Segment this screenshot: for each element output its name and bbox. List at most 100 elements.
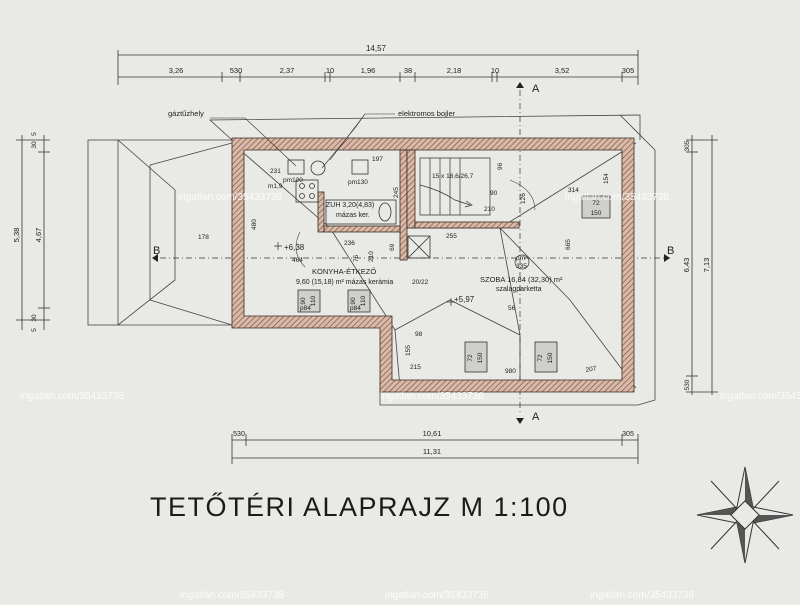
level-mark: +5,97: [454, 295, 475, 304]
top-dim: 2,18: [447, 66, 462, 75]
kitchen-name: KONYHA-ÉTKEZŐ: [312, 267, 376, 276]
dim-label: 665: [565, 239, 572, 250]
left-small-dim: 5: [31, 328, 38, 332]
right-small-dim: 530: [684, 379, 691, 390]
dim-label: 480: [251, 219, 258, 230]
dim-label: 155: [405, 345, 412, 356]
top-dim: 3,26: [169, 66, 184, 75]
bottom-dim: 530: [233, 431, 245, 438]
left-inner-dim: 4,67: [34, 228, 43, 243]
dim-label: 335: [516, 263, 527, 270]
window-size: 72: [592, 200, 600, 207]
right-dimension: [686, 135, 718, 395]
room-floor: szalagparketta: [496, 286, 542, 293]
north-arrow-icon: [696, 466, 794, 564]
callout-boiler: elektromos bojler: [398, 109, 456, 118]
roof-windows: [297, 195, 611, 373]
bottom-dim: 305: [622, 431, 634, 438]
dim-label: 464: [292, 257, 303, 264]
dim-label: pm130: [348, 179, 368, 186]
top-total-dim: 14,57: [366, 44, 387, 53]
dim-label: 210: [484, 206, 495, 213]
watermark: ingatlan.com/35433738: [380, 391, 484, 402]
dim-label: 98: [415, 331, 423, 338]
window-size: 72: [537, 354, 544, 362]
kitchen-fixtures: [287, 159, 369, 203]
left-small-dim: 30: [31, 141, 38, 149]
watermarks: ingatlan.com/35433738 ingatlan.com/35433…: [20, 192, 800, 601]
dim-label: pm120: [283, 177, 303, 184]
section-mark-b: B: [667, 245, 674, 257]
top-dim: 1,96: [361, 66, 376, 75]
window-size: 90: [300, 297, 307, 305]
watermark: ingatlan.com/35433738: [590, 590, 694, 600]
top-dim: 530: [230, 66, 243, 75]
watermark: ingatlan.com/35433738: [565, 192, 669, 203]
left-dimension: [16, 135, 50, 330]
dim-label: 126: [520, 193, 527, 204]
dim-label: 96: [497, 162, 504, 170]
dim-label: m1,9: [268, 183, 283, 190]
bathroom-name: ZUH 3,20(4,83): [326, 202, 374, 209]
bottom-dimension: [231, 434, 639, 464]
right-small-dim: 305: [684, 140, 691, 151]
level-symbols: [274, 242, 530, 306]
bottom-total-dim: 11,31: [423, 447, 441, 456]
left-small-dim: 5: [31, 132, 38, 136]
roof-window: [347, 289, 371, 313]
roof-window: [297, 289, 321, 313]
level-mark: +6,38: [284, 243, 305, 252]
dim-label: 314: [568, 187, 579, 194]
bathroom-floor: mázas ker.: [336, 212, 370, 219]
watermark: ingatlan.com/35433738: [385, 590, 489, 600]
dim-label: 20/22: [412, 279, 429, 286]
room-name: SZOBA 16,84 (32,30) m²: [480, 275, 563, 284]
watermark: ingatlan.com/35433738: [720, 391, 800, 402]
plan-title: TETŐTÉRI ALAPRAJZ M 1:100: [150, 492, 569, 522]
top-dimension: [117, 50, 639, 85]
dim-label: 255: [446, 233, 457, 240]
roof-outline: [87, 114, 656, 406]
dim-label: 207: [585, 365, 597, 374]
window-size: 90: [350, 297, 357, 305]
callout-leaders: [210, 113, 395, 169]
window-size: 72: [467, 354, 474, 362]
bathroom-fixtures: [325, 199, 431, 259]
roof-window: [464, 341, 488, 373]
watermark: ingatlan.com/35433738: [20, 391, 124, 402]
dim-label: p84: [300, 305, 311, 312]
bottom-dim: 10,61: [423, 429, 442, 438]
staircase: [419, 157, 491, 216]
dim-label: 178: [198, 234, 209, 241]
dim-label: 90: [490, 190, 498, 197]
kitchen-area: 9,60 (15,18) m² mázas kerámia: [296, 279, 393, 286]
window-size: 110: [310, 295, 317, 306]
left-outer-dim: 5,38: [12, 228, 21, 243]
dim-label: 197: [372, 156, 383, 163]
dim-label: 236: [344, 240, 355, 247]
roof-window: [534, 341, 558, 373]
dim-label: 215: [410, 364, 421, 371]
top-dim: 38: [404, 66, 412, 75]
dim-label: 231: [270, 168, 281, 175]
window-size: 150: [591, 210, 602, 217]
top-dim: 10: [326, 66, 334, 75]
right-outer-dim: 7,13: [702, 258, 711, 273]
left-small-dim: 30: [31, 314, 38, 322]
dim-label: 15 x 18,6/26,7: [432, 173, 474, 180]
top-dim: 10: [491, 66, 499, 75]
top-dim: 305: [622, 66, 635, 75]
section-mark-a: A: [532, 83, 540, 95]
top-dim: 2,37: [280, 66, 295, 75]
door-swings: [295, 179, 536, 268]
dim-label: pm: [516, 255, 525, 262]
dim-label: p84: [350, 305, 361, 312]
dim-label: 154: [603, 173, 610, 184]
dim-label: 75: [353, 254, 360, 262]
dim-label: 69: [389, 243, 396, 251]
roof-window: [581, 195, 611, 219]
dim-label: 56: [508, 305, 516, 312]
window-size: 110: [360, 295, 367, 306]
